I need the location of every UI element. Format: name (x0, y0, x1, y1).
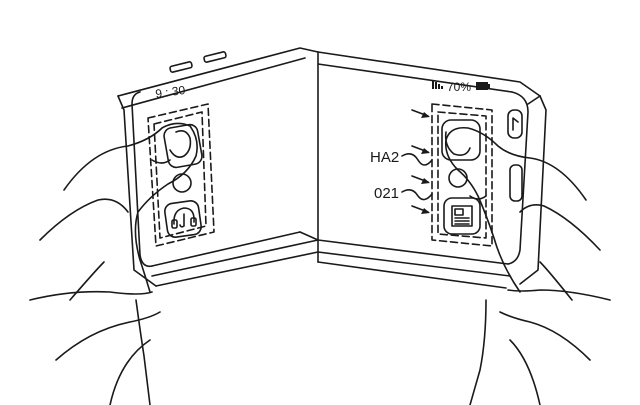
pointer-arrows (411, 109, 429, 213)
left-hand (29, 122, 198, 405)
battery-icon (476, 82, 490, 90)
label-ha2: HA2 (370, 149, 399, 166)
battery-percent: 70% (447, 80, 471, 94)
right-panel (317, 51, 547, 289)
ha2-leader (401, 152, 433, 166)
right-hand (444, 126, 611, 405)
left-dashed-region (147, 103, 215, 247)
status-time: 9 : 30 (154, 83, 186, 101)
label-021: 021 (374, 185, 399, 202)
music-icon-box (164, 200, 202, 238)
left-panel (117, 47, 319, 287)
signal-bars-icon (432, 80, 443, 89)
o21-leader (401, 188, 433, 201)
